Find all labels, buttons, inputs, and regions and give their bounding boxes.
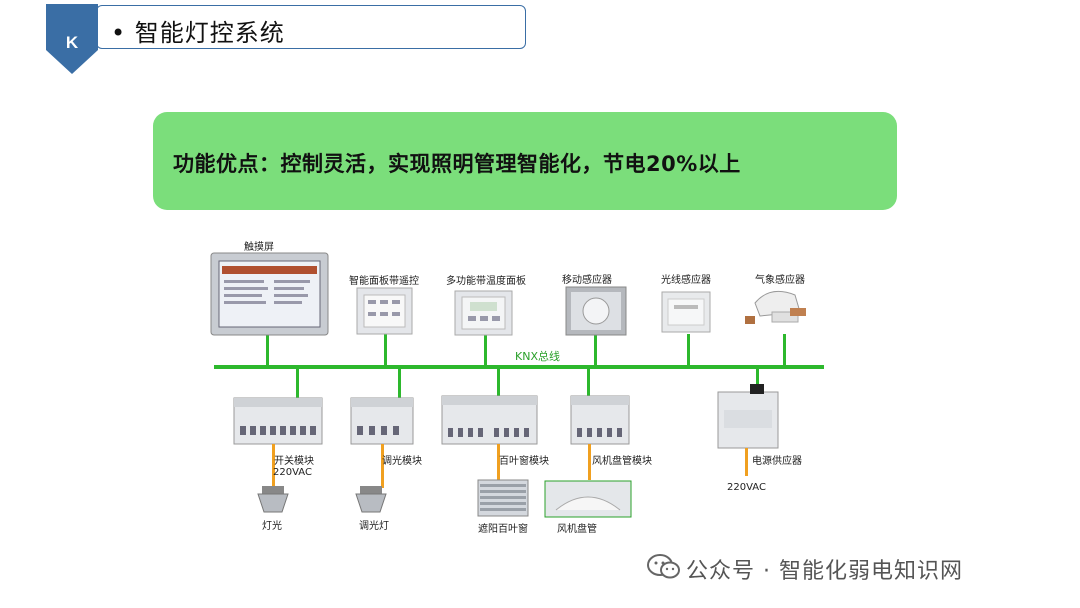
temperature-panel-device	[454, 290, 513, 336]
bus-connector	[296, 368, 299, 398]
bus-connector	[594, 334, 597, 366]
label-dimmable-light: 调光灯	[359, 521, 389, 532]
motion-sensor-device	[565, 286, 627, 336]
light-sensor-device	[661, 291, 711, 333]
dimmable-light-icon	[355, 486, 387, 513]
power-feed-line	[588, 444, 591, 480]
fan-coil-module-device	[570, 395, 630, 445]
label-blinds-module: 百叶窗模块	[499, 456, 549, 467]
power-supply-device	[717, 384, 779, 449]
switch-module-device	[233, 397, 323, 445]
label-blinds: 遮阳百叶窗	[478, 524, 528, 535]
title-box: • 智能灯控系统	[96, 5, 526, 49]
label-switch-module: 开关模块	[274, 456, 314, 467]
smart-panel-device	[356, 287, 413, 335]
fan-coil-unit-icon	[544, 480, 632, 518]
label-dimmer-module: 调光模块	[382, 456, 422, 467]
weather-sensor-device	[745, 290, 806, 324]
bus-label: KNX总线	[515, 350, 560, 363]
label-temp-panel: 多功能带温度面板	[446, 276, 526, 287]
bus-connector	[783, 334, 786, 366]
page-title: • 智能灯控系统	[111, 19, 285, 47]
bus-connector	[756, 368, 759, 392]
bus-connector	[497, 368, 500, 398]
label-voltage-right: 220VAC	[727, 482, 766, 493]
label-weather-sensor: 气象感应器	[755, 275, 805, 286]
label-smart-panel: 智能面板带遥控	[349, 276, 419, 287]
feature-banner: 功能优点：控制灵活，实现照明管理智能化，节电20%以上	[153, 112, 897, 210]
blinds-module-device	[441, 395, 538, 445]
light-fixture-icon	[257, 486, 289, 513]
dimmer-module-device	[350, 397, 414, 445]
bus-connector	[587, 368, 590, 396]
touch-screen-device	[210, 252, 329, 336]
bus-connector	[266, 334, 269, 366]
wechat-icon	[647, 554, 680, 579]
label-light: 灯光	[262, 521, 282, 532]
knx-bus-line	[214, 365, 824, 369]
watermark-text: 公众号 · 智能化弱电知识网	[686, 559, 963, 584]
power-feed-line	[381, 444, 384, 488]
label-touch-screen: 触摸屏	[244, 242, 274, 253]
banner-text: 功能优点：控制灵活，实现照明管理智能化，节电20%以上	[173, 152, 741, 176]
power-feed-line	[745, 448, 748, 476]
label-motion-sensor: 移动感应器	[562, 275, 612, 286]
badge-letter: K	[66, 33, 79, 52]
k-badge-icon: K	[46, 4, 98, 74]
label-fan-coil: 风机盘管	[557, 524, 597, 535]
power-feed-line	[497, 444, 500, 480]
bus-connector	[687, 334, 690, 366]
label-light-sensor: 光线感应器	[661, 275, 711, 286]
bus-connector	[398, 368, 401, 398]
label-fan-coil-module: 风机盘管模块	[592, 456, 652, 467]
power-feed-line	[272, 444, 275, 488]
bus-connector	[384, 334, 387, 366]
label-voltage-left: 220VAC	[273, 467, 312, 478]
blinds-icon	[477, 479, 529, 517]
label-power-supply: 电源供应器	[752, 456, 802, 467]
bus-connector	[484, 334, 487, 366]
